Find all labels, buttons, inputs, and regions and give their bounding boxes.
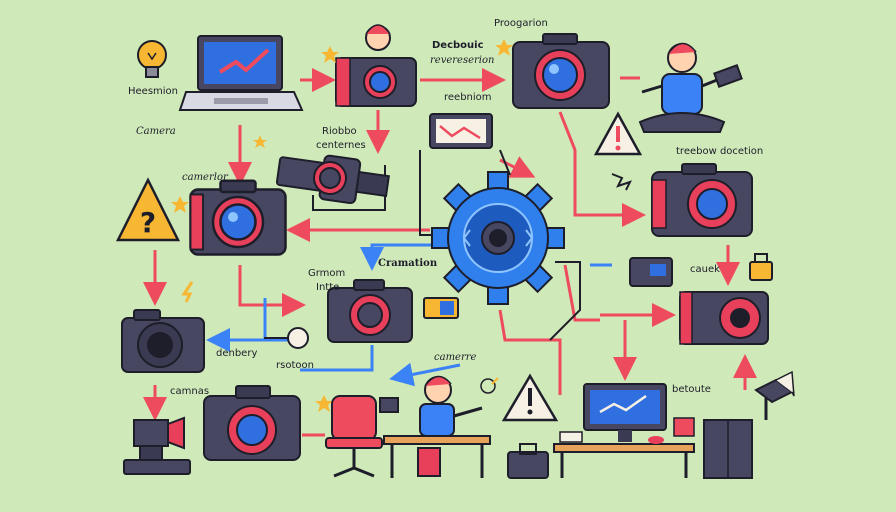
crack-icon bbox=[611, 173, 632, 191]
label-cauek: cauek bbox=[690, 264, 720, 275]
label-intte: Intte bbox=[316, 282, 340, 293]
telephoto-camera-icon bbox=[275, 154, 390, 205]
camera-icon bbox=[203, 385, 301, 461]
warning-icon bbox=[501, 373, 559, 422]
label-hesmion: Heesmion bbox=[128, 86, 179, 97]
label-camera: Camera bbox=[136, 126, 176, 137]
monitor-icon bbox=[583, 383, 667, 442]
warning-icon bbox=[593, 111, 643, 156]
person-icon bbox=[365, 24, 391, 51]
label-rsotoon: rsotoon bbox=[276, 360, 314, 371]
label-denbery: denbery bbox=[216, 348, 258, 359]
spark-icon bbox=[495, 39, 513, 56]
arrow bbox=[498, 309, 562, 395]
arrow bbox=[549, 261, 581, 341]
spark-icon bbox=[315, 395, 333, 412]
person-icon bbox=[638, 42, 726, 133]
person-icon bbox=[417, 375, 483, 477]
arrow bbox=[238, 265, 306, 317]
desk-icon bbox=[553, 417, 695, 478]
label-reebniom: reebniom bbox=[444, 92, 492, 103]
arrow bbox=[360, 243, 440, 271]
connectors bbox=[143, 68, 757, 437]
briefcase-icon bbox=[507, 443, 549, 479]
spotlight-icon bbox=[754, 370, 795, 420]
lightbulb-icon bbox=[137, 40, 167, 78]
label-betoute: betoute bbox=[672, 384, 711, 395]
monitor-icon bbox=[429, 113, 493, 149]
gear-icon bbox=[431, 171, 565, 305]
warning-icon: ? bbox=[115, 177, 181, 242]
label-camerlor: camerlor bbox=[182, 172, 228, 183]
spotlight-icon bbox=[713, 64, 743, 88]
arrow bbox=[300, 345, 374, 372]
laptop-icon bbox=[178, 35, 304, 111]
label-riobbo: Riobbo bbox=[322, 126, 357, 137]
spotlight-icon bbox=[123, 416, 191, 475]
label-cramation: Cramation bbox=[378, 258, 438, 269]
sketch-icon bbox=[480, 377, 499, 394]
spark-icon bbox=[253, 135, 267, 148]
arrow bbox=[558, 111, 646, 227]
label-reveresrion: revereserion bbox=[430, 55, 495, 66]
action-camera-icon bbox=[423, 297, 459, 319]
arrow bbox=[499, 149, 511, 176]
camera-icon bbox=[651, 163, 753, 237]
spark-icon bbox=[171, 196, 189, 213]
label-progarion: Proogarion bbox=[494, 18, 548, 29]
arrow bbox=[389, 362, 461, 387]
label-grmom: Grmom bbox=[308, 268, 346, 279]
label-camerre: camerre bbox=[434, 352, 477, 363]
camera-icon bbox=[121, 309, 205, 373]
lock-icon bbox=[749, 253, 773, 281]
cabinet-icon bbox=[703, 419, 753, 479]
camera-icon bbox=[189, 179, 287, 256]
camera-icon bbox=[512, 33, 610, 109]
arrow bbox=[563, 264, 600, 322]
spark-icon bbox=[181, 281, 194, 303]
key-icon bbox=[264, 327, 309, 349]
svg-text:?: ? bbox=[140, 206, 156, 239]
label-treebow: treebow docetion bbox=[676, 146, 764, 157]
spark-icon bbox=[321, 46, 339, 63]
label-centernes: centernes bbox=[316, 140, 366, 151]
device-icon bbox=[629, 257, 673, 287]
camera-icon bbox=[327, 279, 413, 343]
camera-icon bbox=[679, 291, 769, 345]
label-camnas: camnas bbox=[170, 386, 210, 397]
chair-icon bbox=[325, 395, 383, 478]
camera-icon bbox=[335, 57, 417, 107]
label-debouic: Decbouic bbox=[432, 40, 484, 51]
